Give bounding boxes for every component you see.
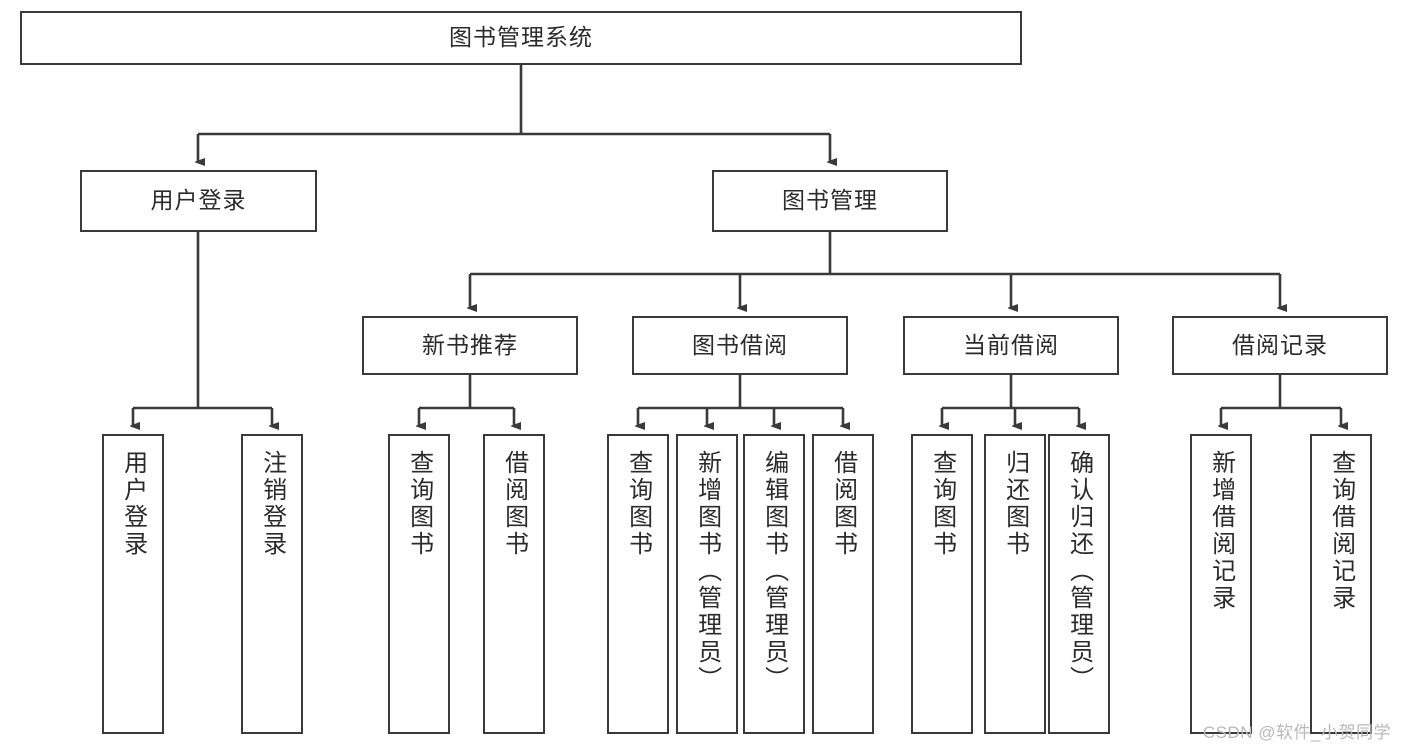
node-user-login-label: 用户登录 [150,187,247,214]
leaf-node[interactable]: 归还图书 [984,434,1046,734]
leaf-node[interactable]: 新增图书（管理员） [676,434,738,734]
node-root-system[interactable]: 图书管理系统 [20,11,1022,65]
node-book-management-label: 图书管理 [782,187,878,214]
leaf-node-label: 查询图书 [405,450,433,558]
leaf-node[interactable]: 新增借阅记录 [1190,434,1252,734]
node-book-borrow[interactable]: 图书借阅 [632,316,848,375]
leaf-node-label: 新增借阅记录 [1207,450,1235,612]
leaf-node[interactable]: 查询图书 [607,434,669,734]
leaf-node[interactable]: 借阅图书 [483,434,545,734]
node-borrow-record[interactable]: 借阅记录 [1172,316,1388,375]
leaf-node[interactable]: 借阅图书 [812,434,874,734]
node-current-borrow[interactable]: 当前借阅 [903,316,1119,375]
node-current-borrow-label: 当前借阅 [963,331,1059,358]
node-root-system-label: 图书管理系统 [449,24,593,51]
leaf-node-label: 注销登录 [258,450,286,558]
node-new-book-recommend[interactable]: 新书推荐 [362,316,578,375]
leaf-node[interactable]: 编辑图书（管理员） [743,434,805,734]
leaf-node-label: 归还图书 [1001,450,1029,558]
leaf-node[interactable]: 用户登录 [102,434,164,734]
node-book-management[interactable]: 图书管理 [712,170,948,232]
leaf-node-label: 查询借阅记录 [1327,450,1355,612]
leaf-node[interactable]: 注销登录 [241,434,303,734]
leaf-node-label: 用户登录 [119,450,147,558]
leaf-node-label: 借阅图书 [500,450,528,558]
leaf-node-label: 查询图书 [624,450,652,558]
leaf-node[interactable]: 查询图书 [911,434,973,734]
leaf-node-label: 借阅图书 [829,450,857,558]
node-new-book-recommend-label: 新书推荐 [422,331,518,358]
leaf-node-label: 查询图书 [928,450,956,558]
leaf-node[interactable]: 查询借阅记录 [1310,434,1372,734]
leaf-node[interactable]: 查询图书 [388,434,450,734]
leaf-node[interactable]: 确认归还（管理员） [1048,434,1110,734]
leaf-node-label: 编辑图书（管理员） [760,450,788,693]
node-user-login[interactable]: 用户登录 [80,170,317,232]
node-borrow-record-label: 借阅记录 [1232,331,1328,358]
csdn-watermark: CSDN @软件_小贺同学 [1202,723,1391,742]
node-book-borrow-label: 图书借阅 [692,331,788,358]
leaf-node-label: 新增图书（管理员） [693,450,721,693]
leaf-node-label: 确认归还（管理员） [1065,450,1093,693]
